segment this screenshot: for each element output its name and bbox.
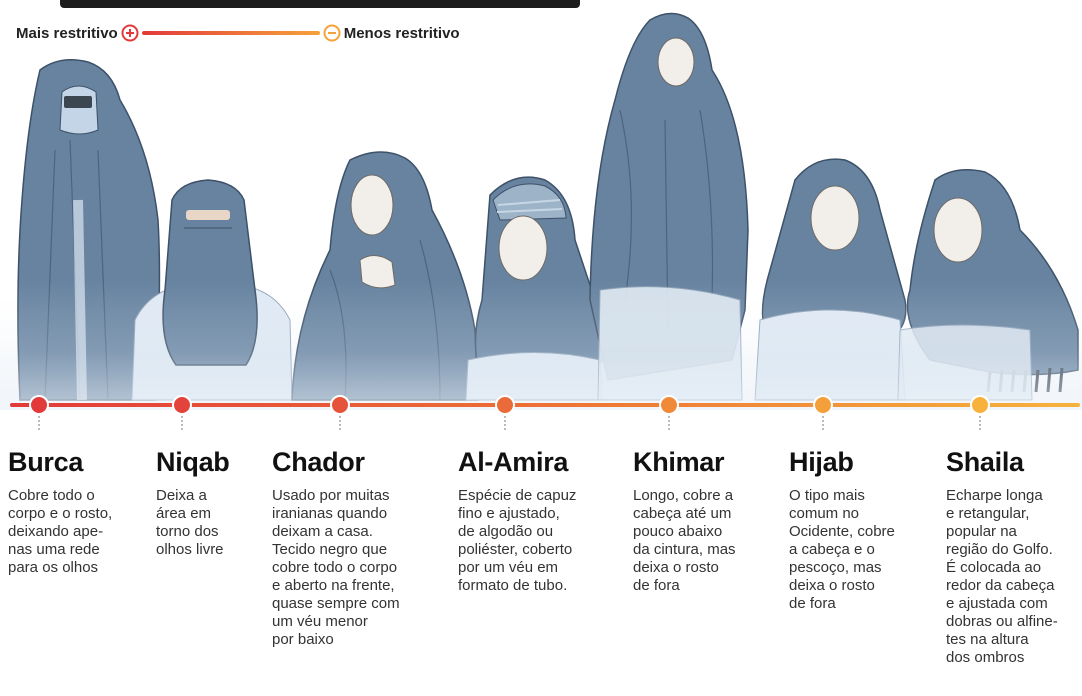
label-chador: Chador Usado por muitas iranianas quando…	[272, 447, 400, 649]
item-name: Khimar	[633, 447, 725, 477]
restriction-timeline	[10, 395, 1080, 430]
timeline-dot-burca	[29, 395, 49, 430]
veil-illustrations	[0, 12, 1082, 410]
item-name: Chador	[272, 447, 365, 477]
label-burca: Burca Cobre todo o corpo e o rosto, deix…	[8, 447, 113, 577]
timeline-dot-shaila	[970, 395, 990, 430]
mesh-eye-grid	[64, 96, 92, 108]
item-name: Al-Amira	[458, 447, 569, 477]
title-clipped	[0, 0, 1082, 10]
item-name: Hijab	[789, 447, 854, 477]
item-description: Longo, cobre a cabeça até um pouco abaix…	[633, 486, 736, 594]
restriction-scale-legend: Mais restritivo Menos restritivo	[16, 21, 460, 45]
label-niqab: Niqab Deixa a área em torno dos olhos li…	[156, 447, 230, 559]
legend-less-restrictive: Menos restritivo	[343, 24, 460, 42]
label-al-amira: Al-Amira Espécie de capuz fino e ajustad…	[458, 447, 577, 595]
item-name: Niqab	[156, 447, 230, 477]
label-shaila: Shaila Echarpe longa e retangular, popul…	[946, 447, 1058, 667]
legend-more-restrictive: Mais restritivo	[16, 24, 118, 42]
timeline-dot-chador	[330, 395, 350, 430]
timeline-dot-niqab	[172, 395, 192, 430]
item-name: Shaila	[946, 447, 1024, 477]
item-description: Espécie de capuz fino e ajustado, de alg…	[458, 486, 577, 594]
item-name: Burca	[8, 447, 84, 477]
niqab-eye-slit	[186, 210, 230, 220]
item-description: O tipo mais comum no Ocidente, cobre a c…	[789, 486, 895, 612]
timeline-dot-hijab	[813, 395, 833, 430]
label-khimar: Khimar Longo, cobre a cabeça até um pouc…	[633, 447, 736, 595]
timeline-dot-khimar	[659, 395, 679, 430]
timeline-bar	[10, 403, 1080, 407]
item-description: Usado por muitas iranianas quando deixam…	[272, 486, 400, 648]
timeline-dot-al-amira	[495, 395, 515, 430]
minus-circle-icon	[323, 24, 341, 42]
item-description: Cobre todo o corpo e o rosto, deixando a…	[8, 486, 113, 576]
plus-circle-icon	[121, 24, 139, 42]
label-hijab: Hijab O tipo mais comum no Ocidente, cob…	[789, 447, 895, 613]
item-description: Deixa a área em torno dos olhos livre	[156, 486, 224, 558]
restriction-gradient-bar	[141, 31, 320, 35]
item-description: Echarpe longa e retangular, popular na r…	[946, 486, 1058, 666]
